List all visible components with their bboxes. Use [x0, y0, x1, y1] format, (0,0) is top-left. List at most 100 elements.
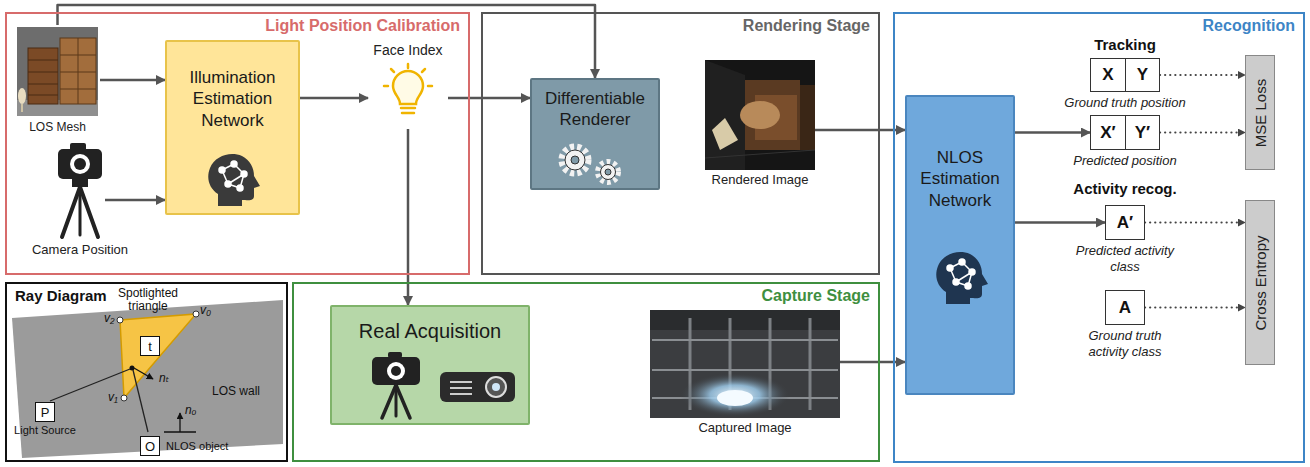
- camera-icon: [395, 385, 398, 416]
- ray-diagram-illustration: [130, 366, 135, 371]
- gear-icon: [565, 150, 585, 170]
- network-head-icon: [237, 185, 243, 191]
- rendered-image: [800, 85, 815, 150]
- rendered-image: [705, 150, 815, 158]
- panel-title: Ray Diagram: [15, 287, 107, 304]
- network-head-icon: [225, 181, 231, 187]
- los-mesh-illustration: [78, 38, 79, 104]
- stage-panel: Capture StageReal AcquisitionCaptured Im…: [292, 282, 880, 462]
- camera-icon: [62, 187, 80, 237]
- class-cell: A′: [1105, 205, 1145, 240]
- ray-diagram-illustration: [179, 413, 180, 432]
- class-caption: Predicted activity class: [1075, 243, 1175, 274]
- loss-box: MSE Loss: [1245, 55, 1275, 170]
- camera-icon: [372, 357, 420, 385]
- point-marker: O NLOS object: [140, 434, 245, 458]
- network-head-icon: [936, 252, 988, 304]
- network-head-icon: [222, 170, 228, 184]
- captured-image: [650, 310, 840, 418]
- loss-link: [1145, 306, 1245, 308]
- network-head-icon: [953, 279, 959, 285]
- class-box: A′Predicted activity class: [1075, 205, 1175, 277]
- los-mesh-illustration: [21, 104, 23, 112]
- box-label: Real Acquisition: [332, 319, 528, 344]
- figure-label: Spotlighted triangle: [112, 287, 184, 313]
- bulb-icon: [407, 64, 410, 68]
- class-caption: Ground truth activity class: [1075, 328, 1175, 359]
- network-box: Illumination Estimation Network: [165, 40, 300, 215]
- flow-arrow: [58, 5, 596, 78]
- network-head-icon: [965, 283, 971, 289]
- projector-icon: [492, 383, 500, 391]
- box-label: NLOS Estimation Network: [907, 147, 1013, 211]
- ray-diagram-illustration: [133, 370, 148, 432]
- image-area: [55, 140, 105, 240]
- projector-icon: [486, 377, 506, 397]
- loss-label: Cross Entropy: [1252, 235, 1269, 330]
- panel-title: Rendering Stage: [743, 17, 870, 35]
- point-box: t: [140, 336, 160, 356]
- value-cell: X′: [1091, 116, 1125, 149]
- position-box: X′Y′ Predicted position: [1060, 115, 1190, 169]
- point-caption: NLOS object: [166, 440, 245, 452]
- los-mesh-illustration: [28, 95, 58, 96]
- camera-icon: [372, 352, 420, 418]
- network-head-icon: [231, 161, 237, 167]
- camera-icon: [391, 366, 401, 376]
- network-head-icon: [969, 269, 975, 275]
- gear-icon: [598, 162, 618, 182]
- captured-image: [650, 310, 840, 418]
- network-head-icon: [947, 259, 975, 289]
- vertex-label: v₁: [108, 390, 118, 404]
- point-box: O: [140, 436, 160, 456]
- camera-icon: [396, 385, 410, 418]
- rendered-image: [740, 101, 780, 129]
- renderer-box: Differentiable Renderer: [530, 78, 660, 190]
- value-caption: Predicted position: [1060, 153, 1190, 168]
- network-head-icon: [956, 282, 968, 286]
- network-head-icon: [228, 174, 244, 184]
- network-head-icon: [228, 184, 240, 188]
- network-head-icon: [950, 268, 956, 282]
- value-cell: Y: [1125, 59, 1159, 91]
- mesh-figure: LOS Mesh: [15, 25, 100, 138]
- value-cell: Y′: [1125, 116, 1159, 149]
- bulb-icon: [401, 107, 415, 110]
- light-index-figure: Face Index: [368, 42, 448, 129]
- point-letter: P: [36, 403, 54, 421]
- camera-icon: [58, 143, 102, 237]
- ray-diagram-illustration: [121, 395, 127, 401]
- flow-arrow: [448, 97, 530, 100]
- point-caption: Light Source: [10, 424, 80, 436]
- los-mesh-illustration: [18, 88, 26, 104]
- class-value: A: [1106, 291, 1144, 324]
- projector-icon: [450, 387, 472, 389]
- box-label: Differentiable Renderer: [532, 88, 658, 131]
- network-head-icon: [956, 272, 972, 282]
- image-area: [15, 25, 100, 118]
- network-head-icon: [968, 272, 972, 286]
- class-cell: A: [1105, 290, 1145, 325]
- network-box: NLOS Estimation Network: [905, 95, 1015, 395]
- acquisition-box: Real Acquisition: [330, 305, 530, 425]
- projector-icon: [440, 372, 515, 402]
- image-figure: Rendered Image: [705, 60, 815, 192]
- position-box: XYGround truth position: [1060, 58, 1190, 112]
- los-mesh-illustration: [28, 60, 58, 61]
- ray-diagram-illustration: [193, 311, 199, 317]
- flow-arrow: [300, 97, 368, 100]
- point-letter: O: [141, 437, 159, 455]
- point-marker: t: [140, 336, 160, 356]
- gear-icon: [605, 169, 611, 175]
- bulb-icon: [391, 69, 394, 72]
- gear-icon: [571, 156, 579, 164]
- bulb-icon: [393, 71, 423, 104]
- network-head-icon: [936, 252, 988, 304]
- figure-label: LOS wall: [212, 384, 260, 398]
- value-cells: X′Y′: [1090, 115, 1160, 150]
- camera-icon: [382, 385, 396, 418]
- point-letter: t: [141, 337, 159, 355]
- camera-icon: [74, 158, 86, 170]
- gear-icon: [562, 147, 588, 173]
- value-cells: XY: [1090, 58, 1160, 92]
